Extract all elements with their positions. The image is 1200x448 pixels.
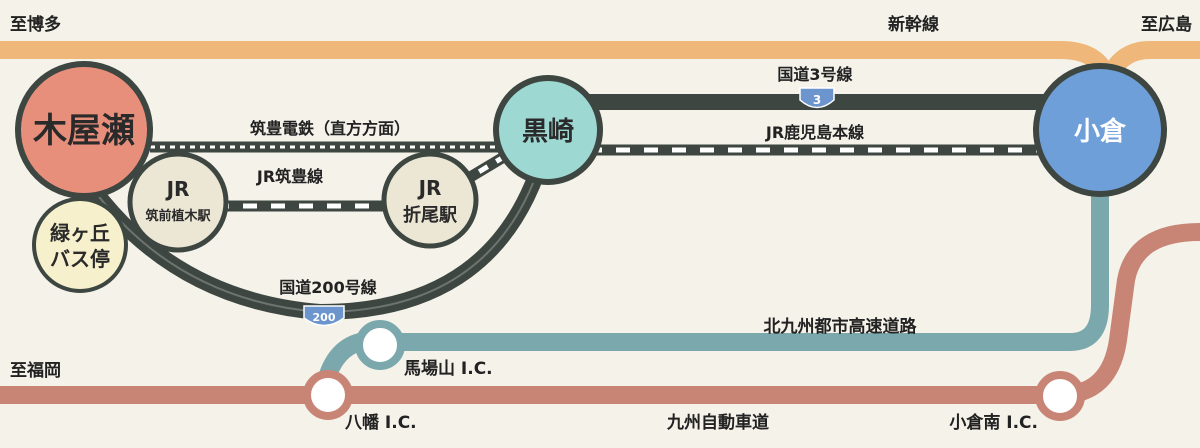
route200-shield: 200 xyxy=(303,305,345,327)
chikuzen-ueki-label-line1: JR xyxy=(165,177,190,201)
kurosaki-station-label: 黒崎 xyxy=(522,117,574,147)
direction-hiroshima-label: 至広島 xyxy=(1141,14,1192,35)
shinkansen-line xyxy=(0,41,1200,109)
kyushu-expressway-label: 九州自動車道 xyxy=(666,412,769,433)
babayama-ic-marker xyxy=(355,320,405,370)
orio-label-line2: 折尾駅 xyxy=(403,204,458,226)
kokura-station-label: 小倉 xyxy=(1074,116,1127,147)
kyushu-expressway-line xyxy=(0,223,1200,404)
route200-shield-label: 200 xyxy=(313,311,336,324)
direction-fukuoka-label: 至福岡 xyxy=(10,360,61,381)
koyanose-station-label: 木屋瀬 xyxy=(32,111,135,151)
midorigaoka-label-line1: 緑ヶ丘 xyxy=(50,221,110,245)
kurosaki-station-circle xyxy=(493,75,603,185)
chikuzen-ueki-label-line2: 筑前植木駅 xyxy=(145,208,211,224)
yahata-ic-label: 八幡 I.C. xyxy=(345,412,417,433)
jr-chikuho-line-label: JR筑豊線 xyxy=(256,167,323,186)
direction-hakata-label: 至博多 xyxy=(10,14,61,35)
route3-shield-label: 3 xyxy=(813,93,821,107)
babayama-ic-label: 馬場山 I.C. xyxy=(404,359,493,379)
koyanose-station-circle xyxy=(15,61,153,199)
chikuzen-ueki-station-circle xyxy=(127,151,229,253)
orio-label-line1: JR xyxy=(417,176,442,200)
route200-label: 国道200号線 xyxy=(279,278,376,297)
yahata-ic-marker xyxy=(303,370,353,420)
kitakyushu-expressway-label: 北九州都市高速道路 xyxy=(764,316,918,337)
shinkansen-label: 新幹線 xyxy=(888,14,939,35)
kokura-station-circle xyxy=(1033,63,1167,197)
kokura-minami-ic-marker xyxy=(1035,371,1085,421)
route3-shield: 3 xyxy=(799,87,835,109)
midorigaoka-bus-stop-circle xyxy=(32,197,128,293)
jr-kagoshima-line-label: JR鹿児島本線 xyxy=(765,123,864,142)
midorigaoka-label-line2: バス停 xyxy=(50,247,110,271)
route3-label: 国道3号線 xyxy=(777,65,852,84)
orio-station-circle xyxy=(381,151,479,249)
kokura-minami-ic-label: 小倉南 I.C. xyxy=(949,412,1038,433)
chikuho-railway-label: 筑豊電鉄（直方方面） xyxy=(250,119,410,138)
